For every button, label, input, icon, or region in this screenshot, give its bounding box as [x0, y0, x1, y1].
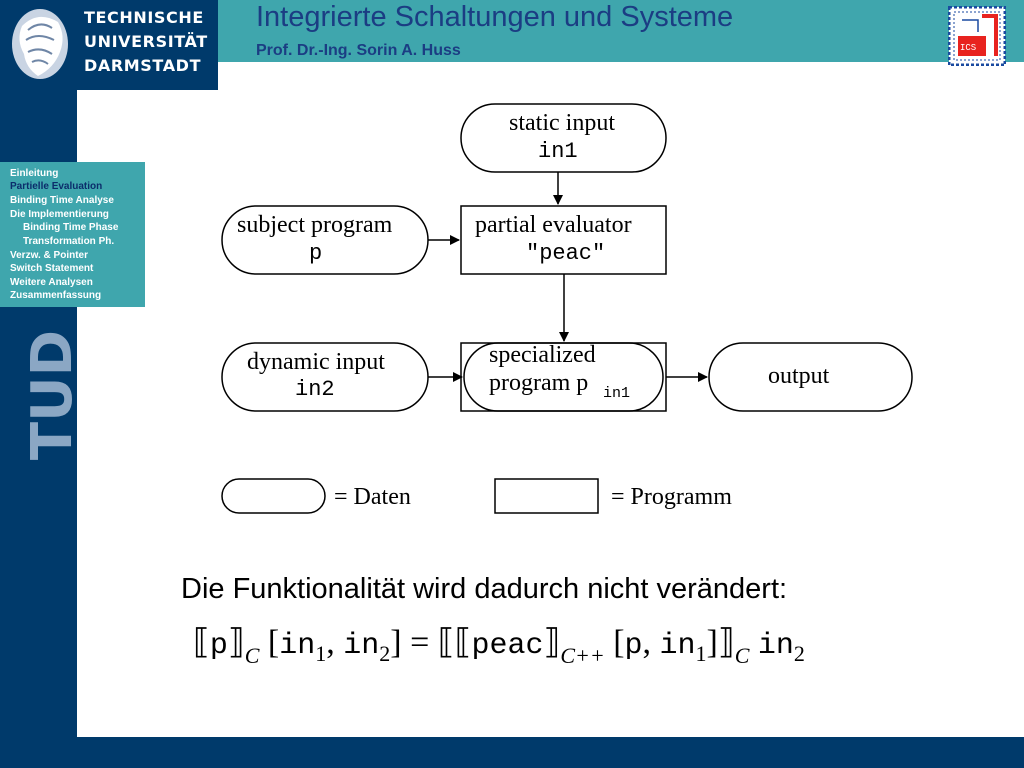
dynamic-input-code: in2: [295, 377, 335, 402]
formula-dbracket-open: ⟦: [193, 624, 210, 661]
slide-title: Integrierte Schaltungen und Systeme: [256, 1, 734, 33]
nav-item-verzw-pointer[interactable]: Verzw. & Pointer: [10, 250, 88, 261]
ics-chip-logo[interactable]: ICS: [948, 6, 1006, 66]
formula-sub-c: C: [244, 643, 260, 668]
formula-comma: ,: [642, 624, 652, 661]
dynamic-input-label: dynamic input: [247, 349, 385, 375]
formula-sub-1: 1: [315, 641, 327, 666]
formula-sub-2: 2: [379, 641, 391, 666]
formula-bracket-close: ]: [390, 624, 402, 661]
specialized-label-line2: program p: [489, 370, 589, 396]
bottom-bar: [0, 737, 1024, 768]
legend-program-shape: [494, 478, 599, 514]
nav-item-zusammenfassung[interactable]: Zusammenfassung: [10, 290, 102, 301]
specialized-program-oval: [463, 342, 664, 412]
university-name-line-1: TECHNISCHE: [84, 8, 204, 27]
nav-item-die-implementierung[interactable]: Die Implementierung: [10, 209, 109, 220]
nav-item-weitere-analysen[interactable]: Weitere Analysen: [10, 277, 93, 288]
formula-in: in: [343, 629, 380, 663]
formula-comma: ,: [326, 624, 335, 661]
formula-p: p: [209, 629, 228, 663]
slide-subtitle: Prof. Dr.-Ing. Sorin A. Huss: [256, 42, 461, 59]
formula-dbracket-open: ⟦: [437, 624, 455, 661]
formula-in: in: [659, 629, 696, 663]
nav-item-binding-time-analyse[interactable]: Binding Time Analyse: [10, 195, 114, 206]
subject-program-label: subject program: [237, 212, 393, 238]
equivalence-formula: ⟦p⟧C [in1, in2] = ⟦⟦peac⟧C++ [p, in1]⟧C …: [193, 622, 805, 669]
formula-dbracket-open: ⟦: [454, 624, 472, 661]
partial-evaluator-label: partial evaluator: [475, 212, 632, 238]
static-input-label: static input: [509, 110, 615, 136]
specialized-label-line1: specialized: [489, 342, 596, 368]
ics-badge-text: ICS: [960, 43, 976, 53]
header-band: [218, 0, 1024, 62]
university-logo[interactable]: TECHNISCHE UNIVERSITÄT DARMSTADT: [0, 0, 218, 90]
athena-head-icon: [12, 9, 68, 79]
formula-p: p: [624, 629, 643, 663]
left-panel: [0, 0, 77, 768]
nav-item-transformation-ph[interactable]: Transformation Ph.: [23, 236, 115, 247]
nav-item-partielle-evaluation[interactable]: Partielle Evaluation: [10, 181, 103, 192]
university-name-line-3: DARMSTADT: [84, 56, 202, 75]
nav-item-einleitung[interactable]: Einleitung: [10, 168, 59, 179]
formula-sub-1: 1: [695, 641, 707, 666]
legend-program-label: = Programm: [611, 484, 732, 510]
formula-in: in: [757, 629, 794, 663]
formula-sub-2: 2: [793, 641, 805, 666]
formula-bracket-close: ]: [706, 624, 718, 661]
university-name-line-2: UNIVERSITÄT: [84, 32, 208, 51]
formula-peac: peac: [471, 629, 544, 663]
section-nav: Einleitung Partielle Evaluation Binding …: [0, 162, 145, 307]
formula-dbracket-close: ⟧: [717, 624, 735, 661]
partial-evaluator-node: [460, 205, 667, 275]
formula-dbracket-close: ⟧: [227, 624, 245, 661]
nav-item-binding-time-phase[interactable]: Binding Time Phase: [23, 222, 119, 233]
partial-evaluator-code: "peac": [526, 241, 606, 266]
formula-dbracket-close: ⟧: [543, 624, 561, 661]
functionality-statement: Die Funktionalität wird dadurch nicht ve…: [181, 573, 788, 605]
subject-program-code: p: [309, 241, 323, 266]
nav-item-switch-statement[interactable]: Switch Statement: [10, 263, 94, 274]
formula-sub-cpp: C++: [560, 643, 605, 668]
legend-data-shape: [221, 478, 326, 514]
formula-equals: =: [410, 624, 430, 661]
static-input-node: [460, 103, 667, 173]
legend-data-label: = Daten: [334, 484, 411, 510]
formula-sub-c: C: [734, 643, 750, 668]
formula-bracket-open: [: [613, 624, 625, 661]
static-input-code: in1: [538, 139, 578, 164]
specialized-subscript: in1: [603, 385, 631, 402]
output-node: [708, 342, 913, 412]
formula-in: in: [279, 629, 316, 663]
formula-bracket-open: [: [267, 624, 280, 661]
output-label: output: [768, 363, 830, 389]
